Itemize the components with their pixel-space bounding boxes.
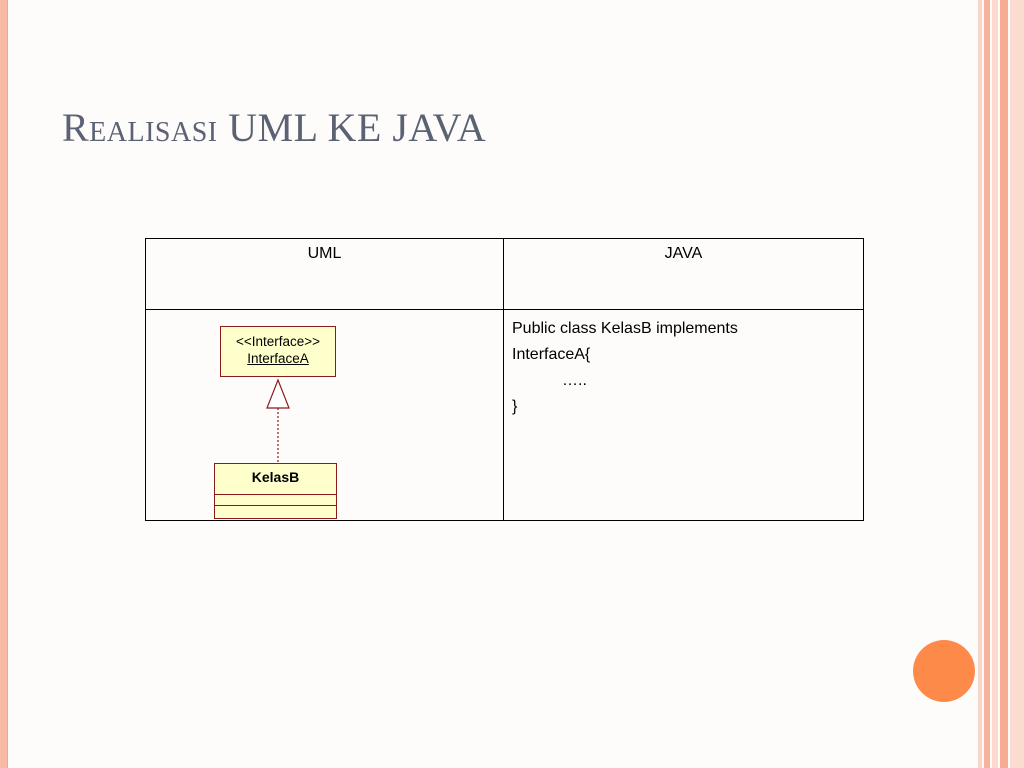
header-cell-uml: UML xyxy=(145,238,504,310)
right-border-stripe xyxy=(1010,0,1024,768)
left-border-stripe xyxy=(0,0,8,768)
right-border-stripe xyxy=(984,0,990,768)
decorative-circle xyxy=(913,640,975,702)
code-line: ….. xyxy=(562,372,587,389)
right-border-stripe xyxy=(1000,0,1008,768)
header-cell-java: JAVA xyxy=(503,238,864,310)
hollow-triangle-icon xyxy=(266,378,290,409)
table-row: <<Interface>> InterfaceA KelasB Public c… xyxy=(145,309,864,521)
header-label: UML xyxy=(307,245,342,262)
uml-diagram-cell: <<Interface>> InterfaceA KelasB xyxy=(145,309,504,521)
class-name: KelasB xyxy=(215,464,336,495)
right-border-stripe xyxy=(978,0,982,768)
class-methods-section xyxy=(215,506,336,516)
code-line: } xyxy=(512,398,518,415)
slide-title: Realisasi UML KE JAVA xyxy=(62,105,487,150)
interface-stereotype: <<Interface>> xyxy=(235,334,321,349)
table-header-row: UML JAVA xyxy=(145,238,864,310)
java-code-cell: Public class KelasB implements Interface… xyxy=(503,309,864,521)
comparison-table: UML JAVA <<Interface>> InterfaceA KelasB… xyxy=(145,238,864,521)
interface-name: InterfaceA xyxy=(247,351,309,366)
class-box: KelasB xyxy=(214,463,337,519)
realization-arrow xyxy=(266,378,290,463)
code-line: Public class KelasB implements xyxy=(512,320,738,337)
class-attributes-section xyxy=(215,495,336,506)
right-border-stripe xyxy=(992,0,998,768)
interface-box: <<Interface>> InterfaceA xyxy=(220,326,336,377)
code-line: InterfaceA{ xyxy=(512,346,591,363)
header-label: JAVA xyxy=(664,245,703,262)
